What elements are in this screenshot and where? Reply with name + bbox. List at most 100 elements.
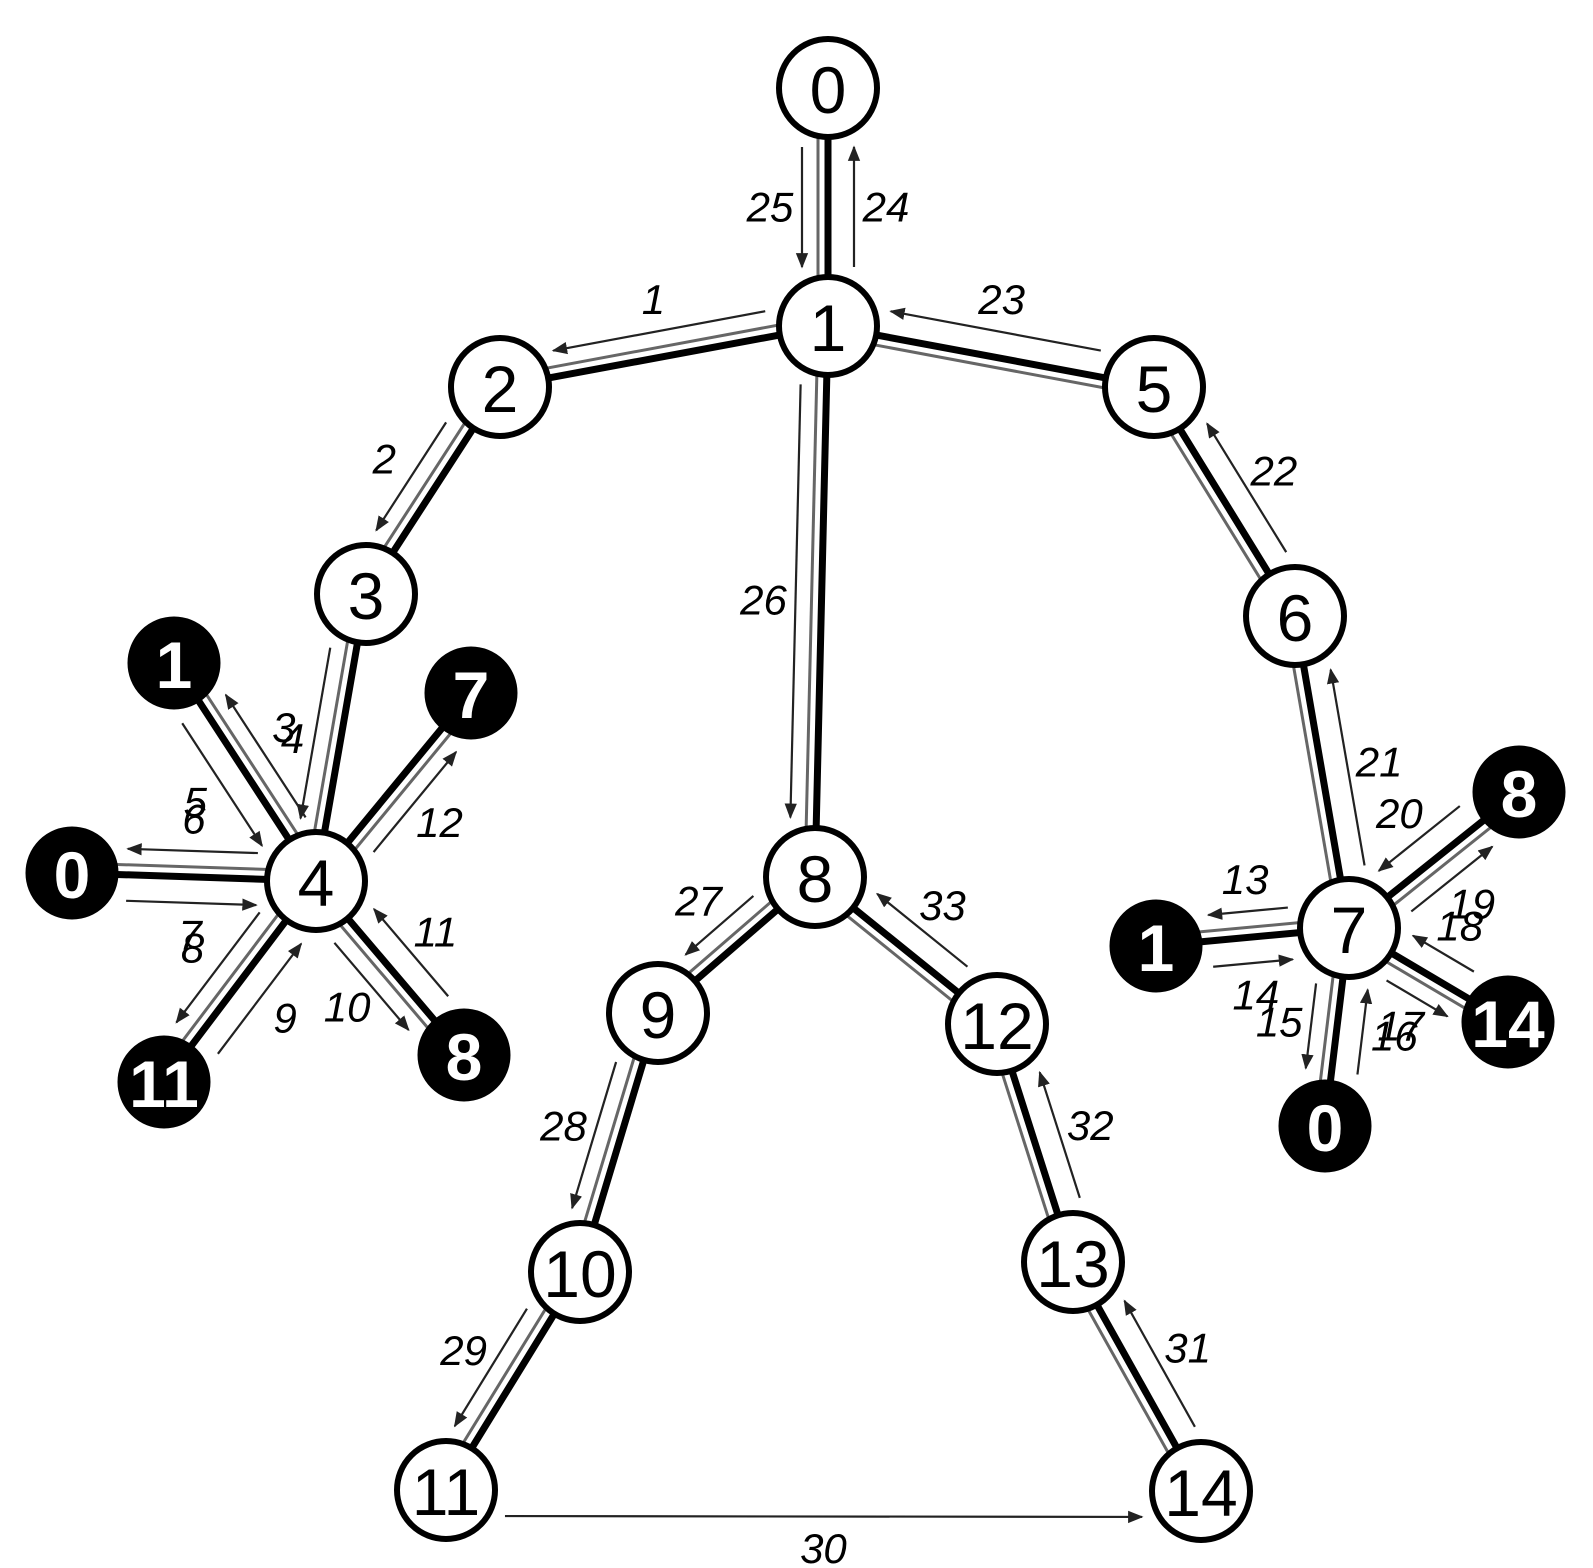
step-label-30: 30 — [800, 1525, 847, 1568]
node-label-n12: 12 — [960, 989, 1033, 1063]
step-arrow-21 — [1326, 668, 1366, 866]
step-label-28: 28 — [539, 1102, 587, 1149]
skeleton-edge-n1-n8 — [811, 322, 832, 881]
node-label-b14: 14 — [1471, 987, 1545, 1061]
step-arrow-30 — [504, 1510, 1144, 1524]
node-label-n4: 4 — [298, 846, 335, 920]
step-arrow-11 — [373, 907, 450, 997]
skeleton-edge-n6-n7 — [1291, 612, 1353, 932]
skeleton-edge-n1-n5 — [824, 322, 1158, 391]
step-arrow-18 — [1411, 934, 1475, 973]
step-arrow-23 — [889, 307, 1101, 352]
node-label-n9: 9 — [640, 978, 677, 1052]
step-arrow-7 — [126, 898, 258, 911]
node-label-n3: 3 — [348, 559, 385, 633]
step-arrow-22 — [1206, 422, 1288, 553]
node-n5 — [1102, 335, 1206, 439]
node-n3 — [314, 542, 418, 646]
step-label-8: 8 — [181, 925, 205, 972]
step-arrow-29 — [453, 1308, 528, 1428]
node-label-a0: 0 — [54, 838, 91, 912]
node-label-n6: 6 — [1277, 581, 1314, 655]
step-arrow-8 — [175, 911, 261, 1024]
node-label-n1: 1 — [810, 291, 847, 365]
step-arrow-28 — [570, 1061, 618, 1210]
node-n13 — [1021, 1210, 1125, 1314]
node-n14 — [1149, 1439, 1253, 1543]
step-label-15: 15 — [1256, 999, 1303, 1046]
step-arrow-4 — [224, 693, 307, 818]
node-b0 — [1278, 1079, 1372, 1173]
edge-guide-1 — [497, 314, 827, 379]
step-label-23: 23 — [977, 276, 1025, 323]
step-arrow-31 — [1123, 1299, 1196, 1428]
node-b1 — [1109, 899, 1203, 993]
step-arrow-12 — [372, 750, 458, 853]
node-label-b0: 0 — [1307, 1091, 1344, 1165]
node-n9 — [606, 961, 710, 1065]
node-a7 — [424, 646, 518, 740]
node-label-n0: 0 — [810, 53, 847, 127]
step-arrow-15 — [1301, 983, 1318, 1070]
step-label-18: 18 — [1436, 903, 1483, 950]
step-arrow-33 — [876, 892, 969, 968]
node-a0 — [25, 826, 119, 920]
step-arrow-2 — [375, 421, 448, 532]
skeleton-edge-n1-n2 — [496, 322, 832, 391]
step-arrow-17 — [1385, 979, 1449, 1018]
node-label-n5: 5 — [1136, 352, 1173, 426]
step-label-10: 10 — [324, 984, 371, 1031]
step-arrow-14 — [1213, 954, 1295, 968]
step-arrow-26 — [784, 384, 802, 819]
node-n11 — [394, 1438, 498, 1542]
node-a8 — [417, 1008, 511, 1102]
step-arrow-3 — [296, 647, 332, 820]
node-label-a8: 8 — [446, 1020, 483, 1094]
step-arrow-10 — [333, 942, 410, 1032]
step-label-27: 27 — [674, 878, 723, 925]
node-label-b1: 1 — [1138, 911, 1175, 985]
node-label-n14: 14 — [1164, 1456, 1237, 1530]
node-n4 — [264, 829, 368, 933]
node-label-n7: 7 — [1331, 893, 1368, 967]
node-label-a11: 11 — [129, 1047, 199, 1121]
edge-guide-7 — [803, 325, 820, 877]
node-label-n11: 11 — [412, 1455, 481, 1529]
step-label-13: 13 — [1222, 856, 1269, 903]
step-label-19: 19 — [1448, 881, 1495, 928]
step-arrow-19 — [1410, 845, 1494, 913]
step-label-16: 16 — [1371, 1012, 1418, 1059]
node-n10 — [528, 1220, 632, 1324]
step-label-31: 31 — [1164, 1325, 1211, 1372]
step-label-5: 5 — [184, 778, 208, 825]
edge-guide-4 — [825, 334, 1153, 399]
step-arrow-1 — [551, 310, 766, 355]
step-label-17: 17 — [1377, 1002, 1425, 1049]
node-label-b8: 8 — [1501, 757, 1538, 831]
step-label-24: 24 — [862, 184, 910, 231]
node-label-a7: 7 — [453, 658, 490, 732]
node-label-n8: 8 — [797, 842, 834, 916]
node-n2 — [448, 335, 552, 439]
step-label-9: 9 — [273, 995, 296, 1042]
node-n12 — [945, 972, 1049, 1076]
node-label-n13: 13 — [1036, 1227, 1109, 1301]
step-label-6: 6 — [182, 795, 206, 842]
node-b8 — [1472, 745, 1566, 839]
step-label-26: 26 — [739, 577, 787, 624]
step-label-4: 4 — [281, 715, 304, 762]
node-label-n10: 10 — [543, 1237, 616, 1311]
step-arrow-16 — [1356, 988, 1373, 1075]
step-label-29: 29 — [439, 1327, 487, 1374]
node-n0 — [776, 36, 880, 140]
step-arrow-27 — [684, 895, 755, 956]
node-n8 — [763, 825, 867, 929]
node-n1 — [776, 274, 880, 378]
node-a1 — [127, 616, 221, 710]
step-label-33: 33 — [919, 882, 966, 929]
step-arrow-5 — [181, 722, 263, 848]
step-label-21: 21 — [1355, 739, 1403, 786]
